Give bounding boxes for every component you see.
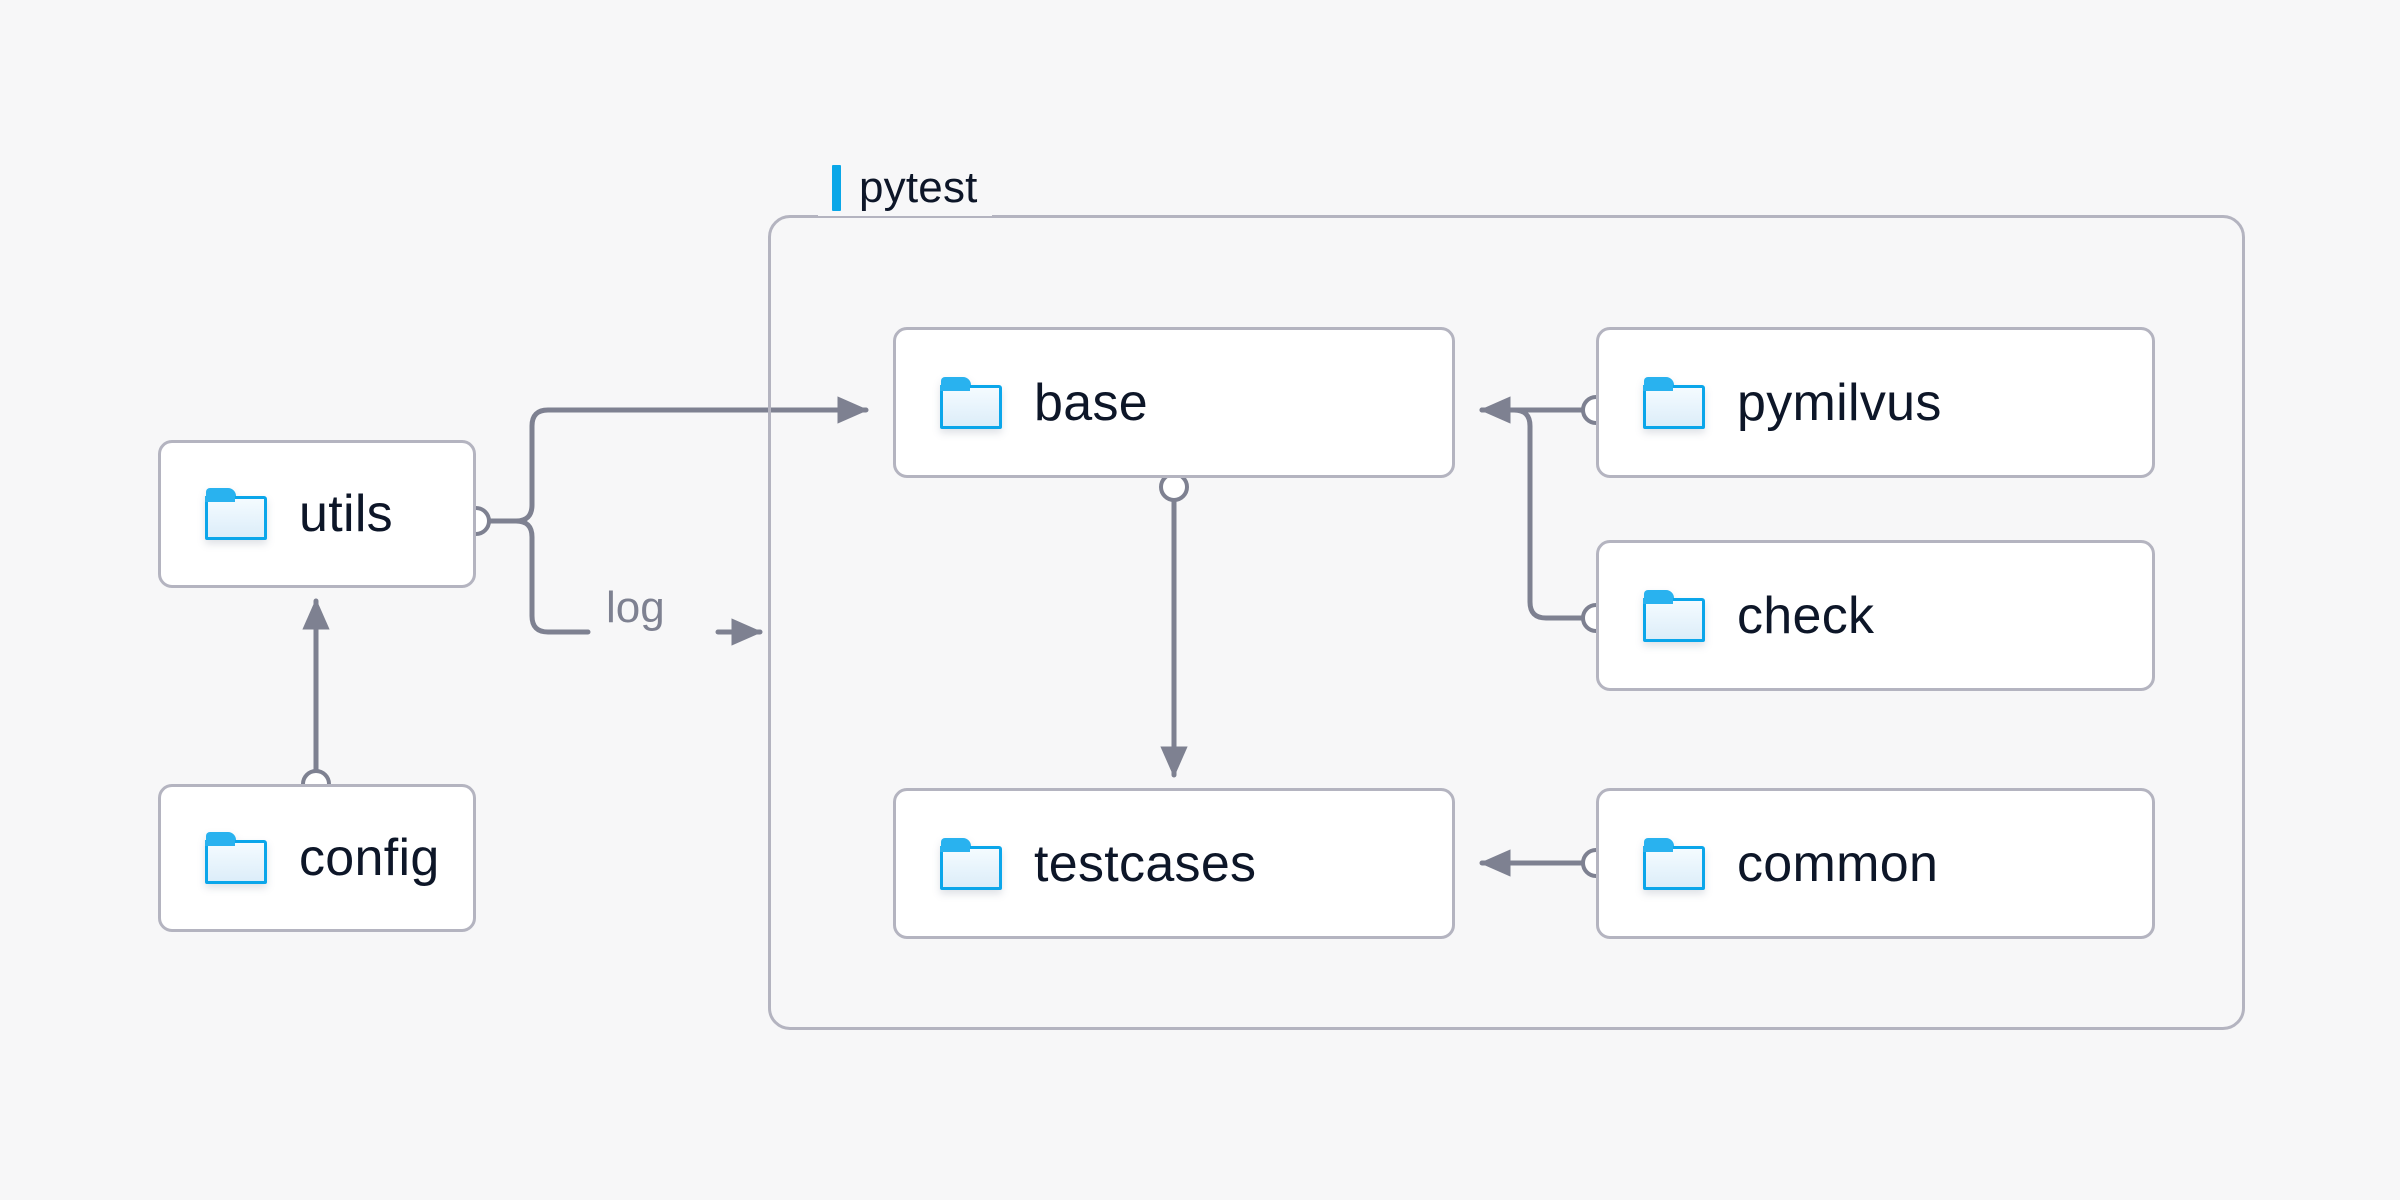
- folder-icon: [205, 488, 267, 540]
- folder-icon: [940, 376, 1002, 429]
- group-title: pytest: [859, 163, 978, 212]
- node-check[interactable]: check: [1596, 540, 2155, 691]
- folder-icon: [205, 832, 267, 884]
- node-config[interactable]: config: [158, 784, 476, 932]
- folder-icon: [940, 837, 1002, 890]
- node-label-check: check: [1737, 586, 1875, 645]
- node-label-pymilvus: pymilvus: [1737, 373, 1942, 432]
- node-label-base: base: [1034, 373, 1148, 432]
- node-testcases[interactable]: testcases: [893, 788, 1455, 939]
- node-label-common: common: [1737, 834, 1939, 893]
- edge-utils-to-log: [486, 518, 591, 635]
- group-accent-tick: [832, 165, 841, 211]
- group-pytest-label: pytest: [818, 160, 992, 216]
- folder-icon: [1643, 589, 1705, 642]
- folder-icon: [1643, 376, 1705, 429]
- node-label-config: config: [299, 829, 440, 887]
- group-pytest[interactable]: [768, 215, 2245, 1030]
- node-utils[interactable]: utils: [158, 440, 476, 588]
- node-label-utils: utils: [299, 485, 393, 543]
- node-pymilvus[interactable]: pymilvus: [1596, 327, 2155, 478]
- edge-label-log: log: [606, 583, 665, 632]
- node-base[interactable]: base: [893, 327, 1455, 478]
- node-label-testcases: testcases: [1034, 834, 1257, 893]
- folder-icon: [1643, 837, 1705, 890]
- node-common[interactable]: common: [1596, 788, 2155, 939]
